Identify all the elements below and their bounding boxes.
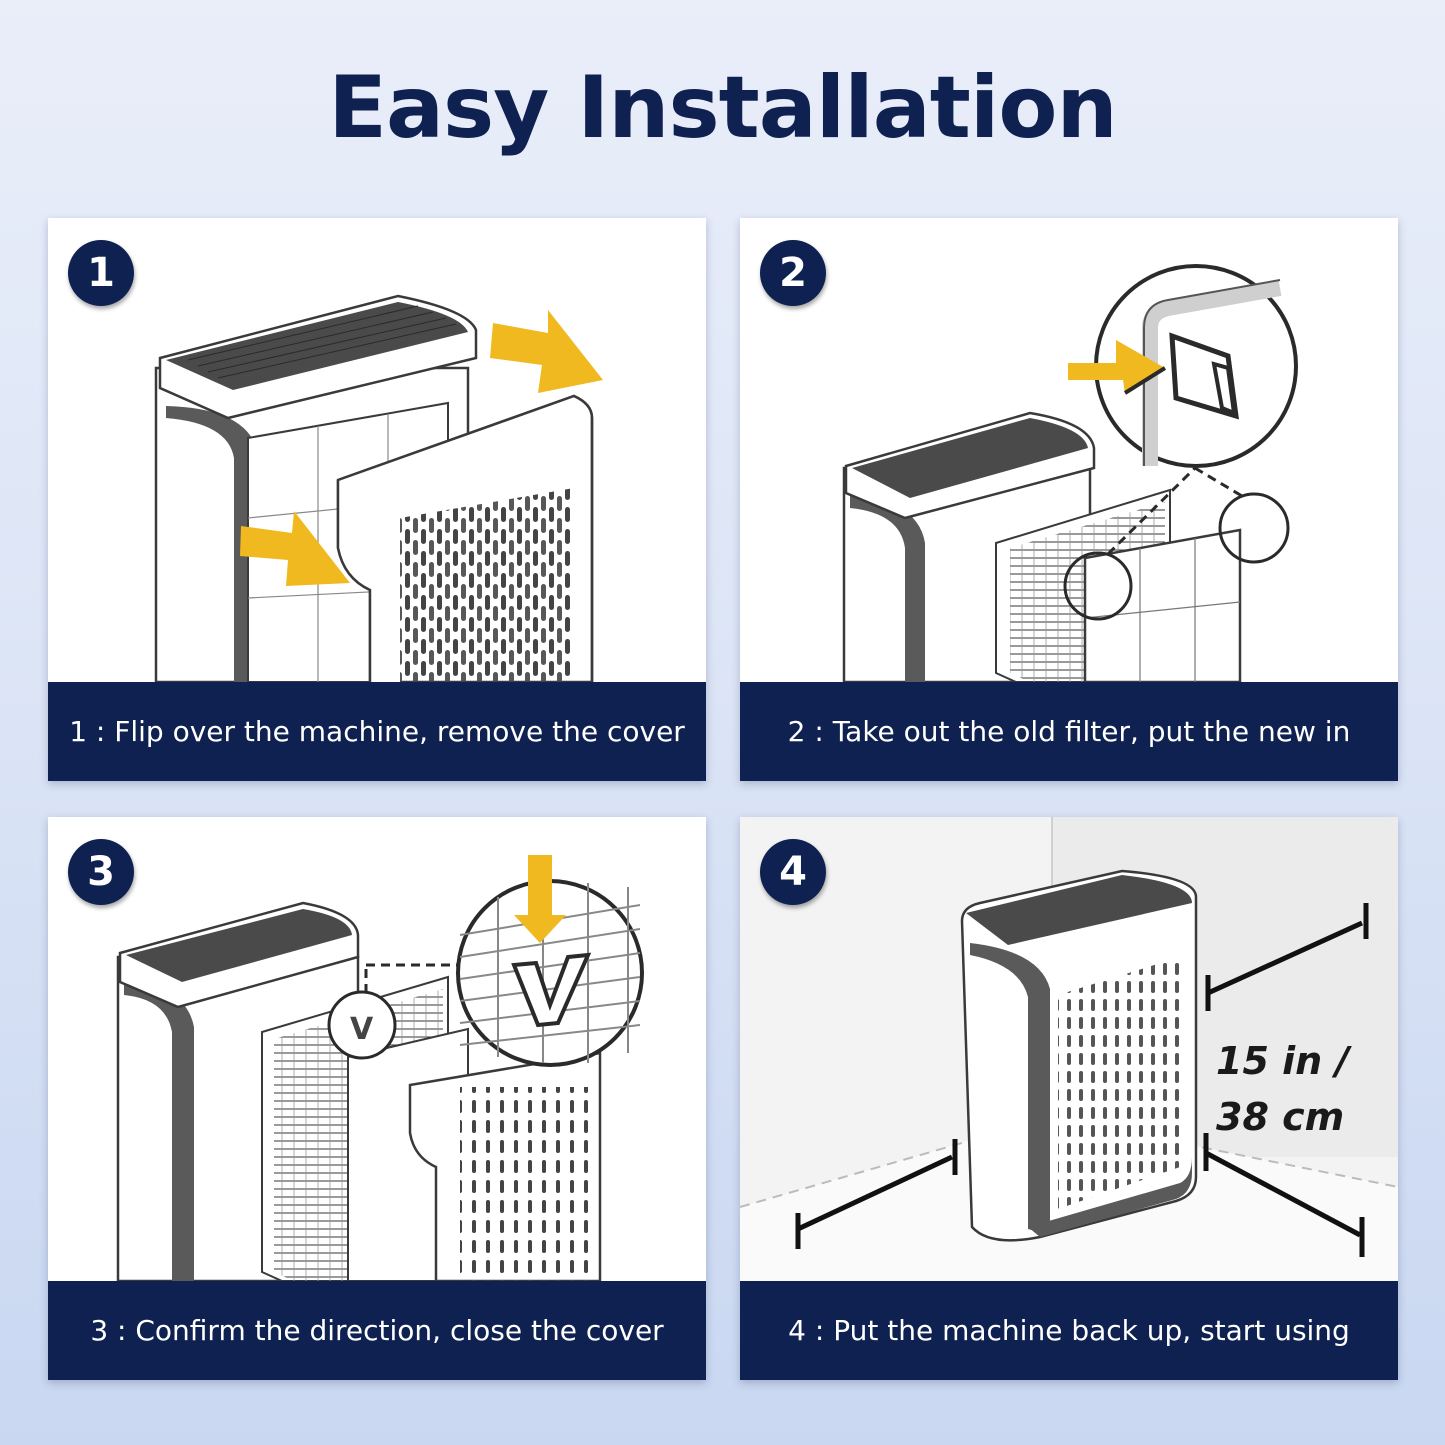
step-3-illustration: V [116,855,644,1281]
step-1-panel: 1 1 : Flip over the machine, remove the … [48,218,706,781]
step-3-panel: V 3 3 : Confirm the direction, close the… [48,817,706,1380]
svg-text:V: V [350,1012,374,1047]
clearance-cm: 38 cm [1216,1095,1345,1139]
step-4-badge: 4 [760,839,826,905]
step-4-panel: 15 in / 38 cm 4 4 : Put the machine back… [740,817,1398,1380]
step-1-badge: 1 [68,240,134,306]
step-4-illustration [740,817,1398,1281]
page-title: Easy Installation [328,58,1117,158]
clearance-inches: 15 in / [1216,1039,1350,1083]
step-2-illustration [842,264,1298,682]
step-2-badge: 2 [760,240,826,306]
step-3-badge: 3 [68,839,134,905]
step-2-caption: 2 : Take out the old filter, put the new… [740,682,1398,781]
step-3-caption: 3 : Confirm the direction, close the cov… [48,1281,706,1380]
step-4-caption: 4 : Put the machine back up, start using [740,1281,1398,1380]
step-1-illustration [154,294,603,682]
step-2-panel: 2 2 : Take out the old filter, put the n… [740,218,1398,781]
step-1-caption: 1 : Flip over the machine, remove the co… [48,682,706,781]
clearance-label: 15 in / 38 cm [1216,1033,1386,1145]
